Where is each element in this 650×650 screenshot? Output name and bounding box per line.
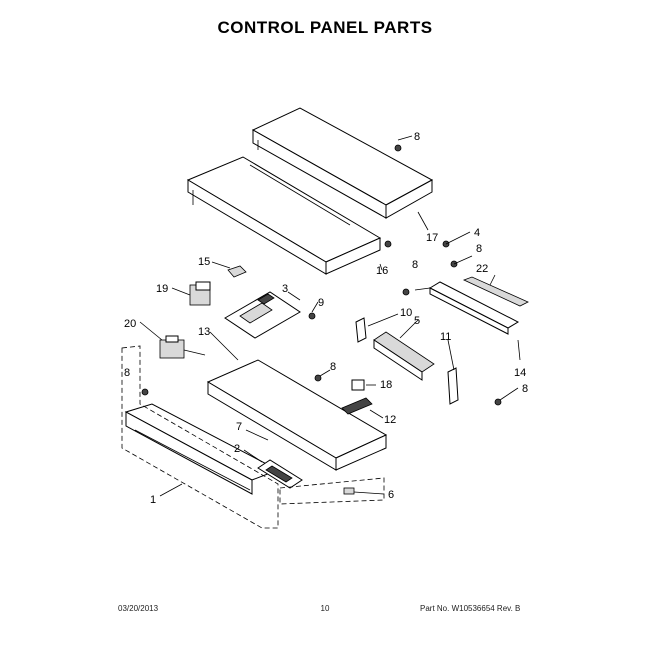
callout-22: 22: [476, 263, 488, 275]
callout-8-center: 8: [330, 361, 336, 373]
page-title: CONTROL PANEL PARTS: [217, 18, 433, 37]
part-16-lower-cover: [186, 156, 382, 275]
callout-2: 2: [234, 443, 240, 455]
part-13-tray: [206, 359, 388, 471]
callout-7: 7: [236, 421, 242, 433]
part-10-bracket: [355, 317, 367, 343]
footer-page-number: 10: [320, 604, 330, 613]
footer-date: 03/20/2013: [118, 604, 159, 613]
callout-17: 17: [426, 232, 438, 244]
part-5-cooling-fan: [373, 331, 435, 381]
callout-9: 9: [318, 297, 324, 309]
callout-4: 4: [474, 227, 480, 239]
callout-16: 16: [376, 265, 388, 277]
callout-20: 20: [124, 318, 136, 330]
callout-14: 14: [514, 367, 526, 379]
part-17-top-cover: [251, 107, 434, 219]
callout-18: 18: [380, 379, 392, 391]
part-15-clip: [227, 265, 247, 278]
callout-8-lower-right: 8: [522, 383, 528, 395]
part-11-bracket: [447, 367, 459, 405]
part-18-cap: [351, 379, 365, 391]
part-12-terminal-block: [341, 397, 373, 415]
callout-1: 1: [150, 494, 156, 506]
part-19-module: [189, 281, 211, 306]
callout-13: 13: [198, 326, 210, 338]
callout-19: 19: [156, 283, 168, 295]
callout-12: 12: [384, 414, 396, 426]
callout-10: 10: [400, 307, 412, 319]
callout-15: 15: [198, 256, 210, 268]
callout-8-left: 8: [124, 367, 130, 379]
callout-5: 5: [414, 315, 420, 327]
part-6-group: [279, 477, 385, 505]
part-20-transformer: [159, 335, 206, 359]
footer-part-number: Part No. W10536654 Rev. B: [420, 604, 521, 613]
callout-6: 6: [388, 489, 394, 501]
screw-icons: [141, 144, 502, 406]
callout-8-right: 8: [476, 243, 482, 255]
callout-8-top: 8: [414, 131, 420, 143]
part-22-strip: [462, 276, 529, 307]
callout-8-mid: 8: [412, 259, 418, 271]
part-2-display: [257, 459, 303, 489]
part-3-control-board: [224, 291, 301, 339]
leader-lines: [139, 135, 521, 497]
part-14-bracket: [414, 281, 520, 335]
callout-11: 11: [440, 331, 451, 343]
callout-3: 3: [282, 283, 288, 295]
